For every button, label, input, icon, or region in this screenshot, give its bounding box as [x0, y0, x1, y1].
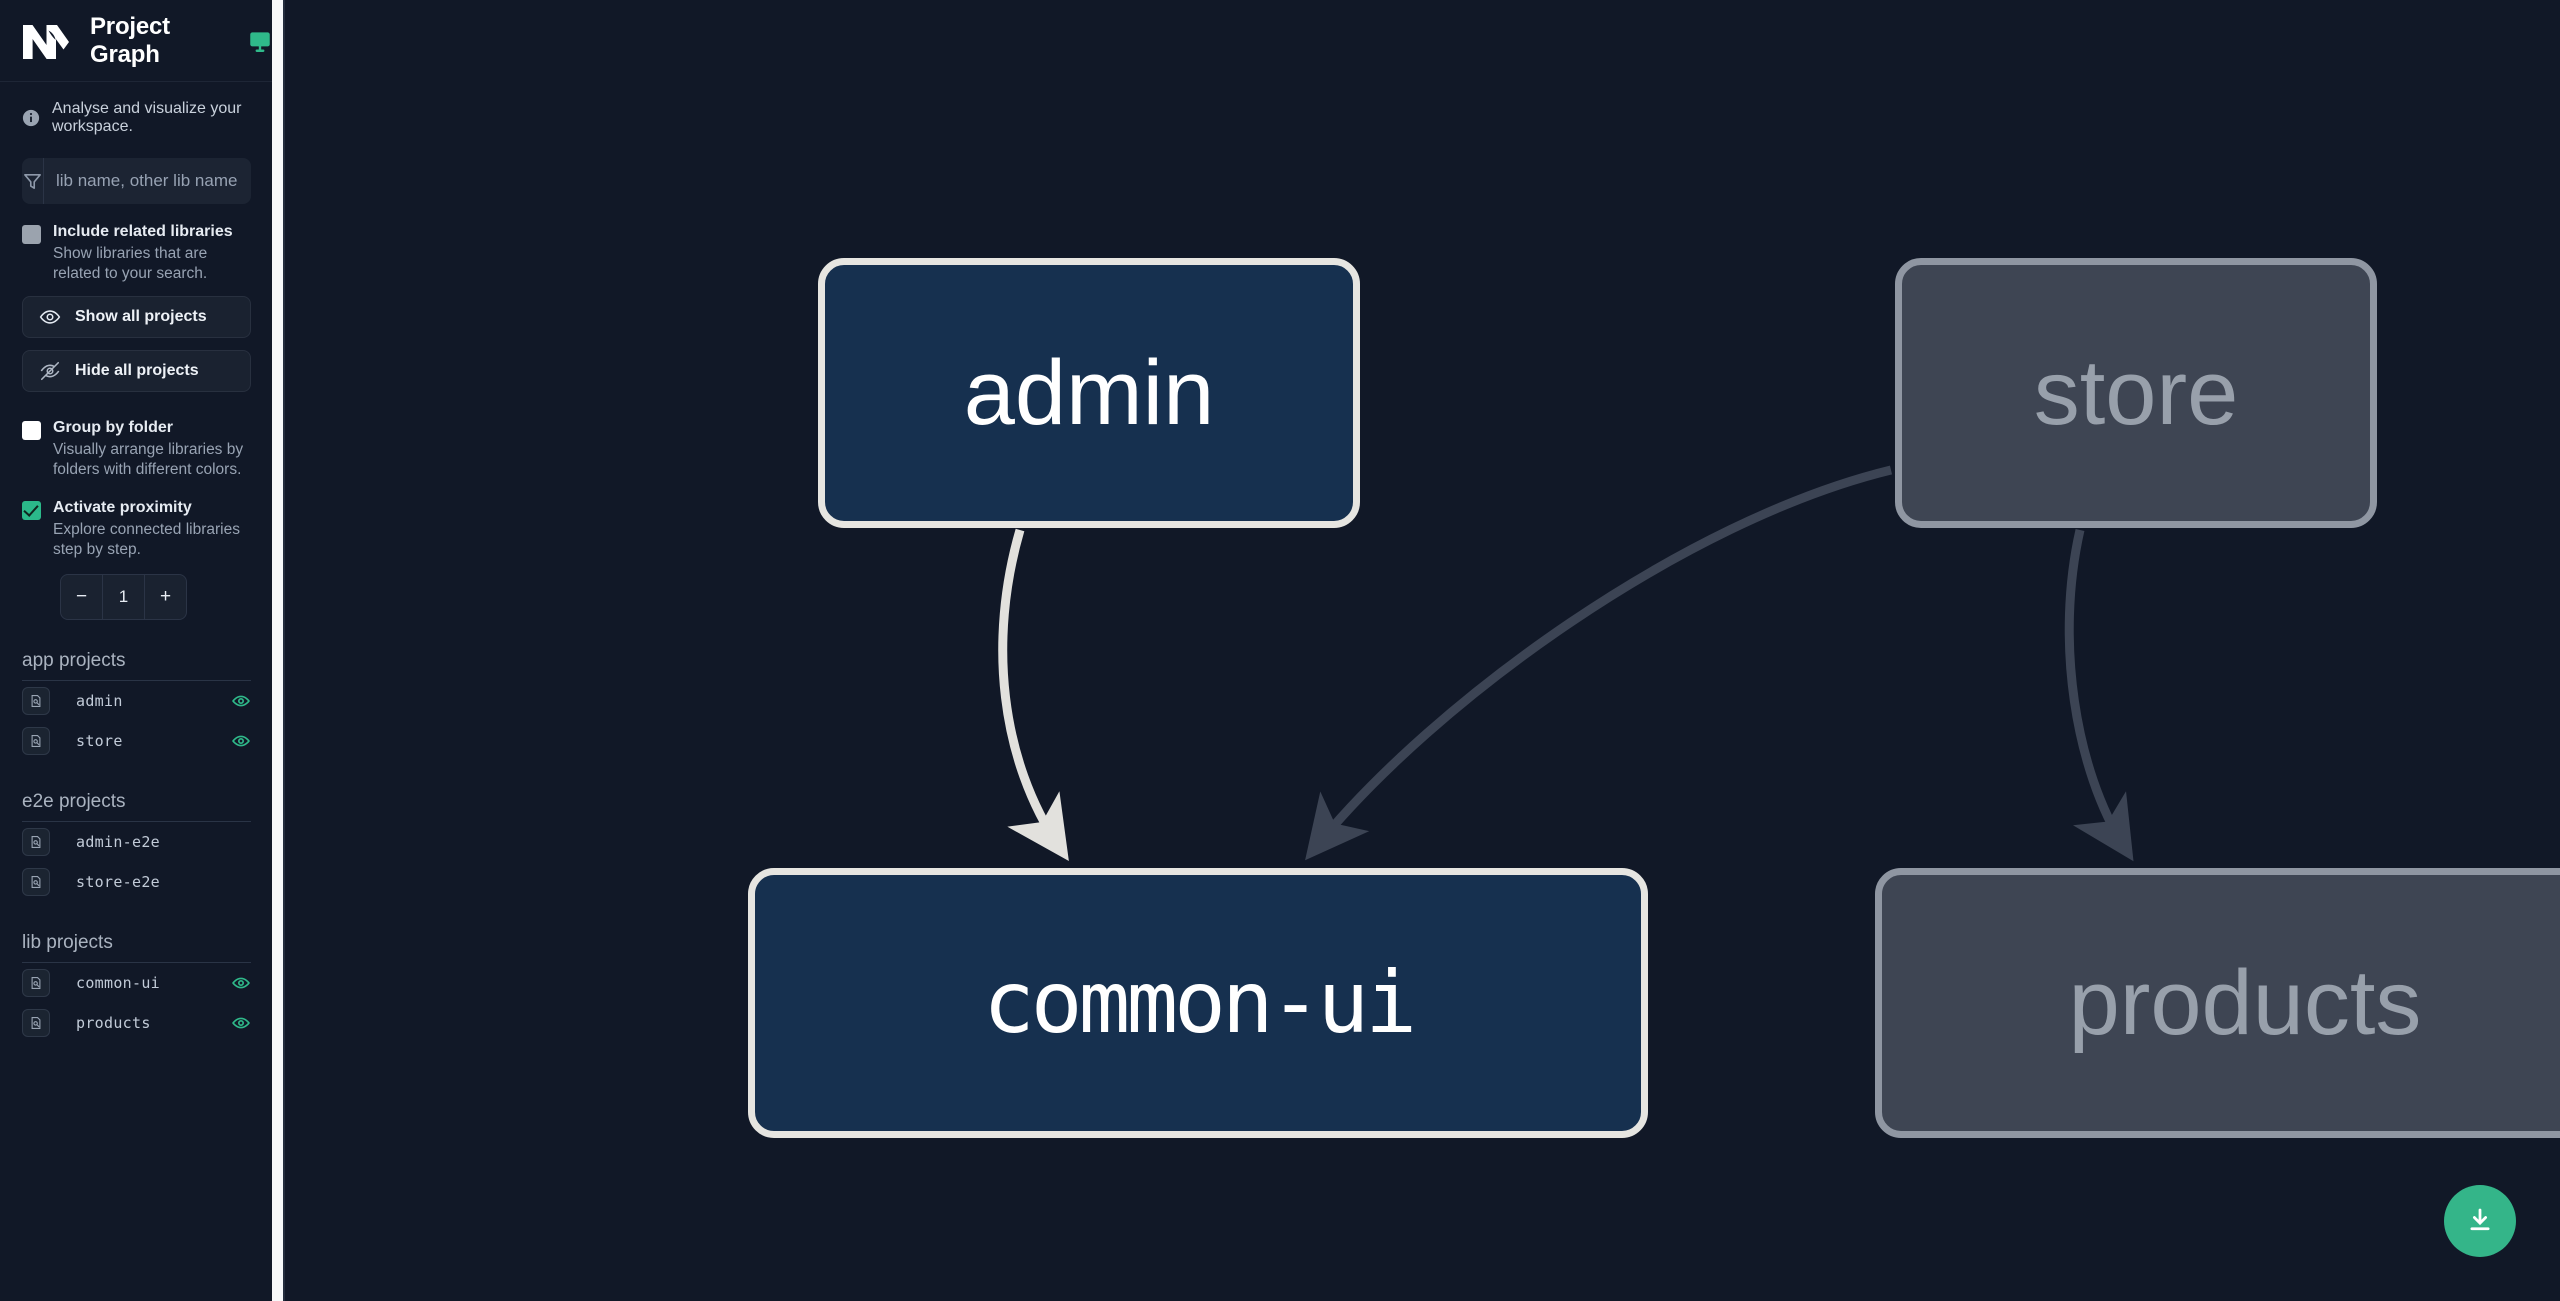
eye-icon[interactable]	[231, 691, 251, 711]
edge-store-to-common-ui	[1305, 465, 1893, 861]
project-icon	[22, 969, 50, 997]
download-graph-button[interactable]	[2444, 1185, 2516, 1257]
graph-node-products[interactable]: products	[1875, 868, 2560, 1138]
hide-all-projects-label: Hide all projects	[75, 362, 199, 379]
project-row-products[interactable]: products	[22, 1003, 251, 1043]
project-icon	[22, 868, 50, 896]
graph-node-label: products	[2068, 952, 2422, 1054]
project-name: admin-e2e	[76, 833, 160, 851]
project-icon	[22, 1009, 50, 1037]
project-row-common-ui[interactable]: common-ui	[22, 963, 251, 1003]
activate-proximity-label: Activate proximity	[53, 499, 192, 516]
eye-off-icon	[39, 360, 61, 382]
graph-node-admin[interactable]: admin	[818, 258, 1360, 528]
group-by-folder-checkbox[interactable]	[22, 421, 41, 440]
show-all-projects-label: Show all projects	[75, 308, 207, 325]
tagline: Analyse and visualize your workspace.	[0, 82, 273, 150]
project-row-admin[interactable]: admin	[22, 681, 251, 721]
project-group-app: app projects admin	[22, 650, 251, 761]
activate-proximity-checkbox[interactable]	[22, 501, 41, 520]
eye-icon[interactable]	[231, 1013, 251, 1033]
group-by-folder-description: Visually arrange libraries by folders wi…	[53, 441, 244, 478]
graph-edges	[998, 465, 2134, 862]
project-name: store-e2e	[76, 873, 160, 891]
project-icon	[22, 727, 50, 755]
sidebar-scrollbar[interactable]	[272, 0, 283, 1301]
include-related-label: Include related libraries	[53, 223, 233, 240]
project-icon	[22, 828, 50, 856]
project-group-e2e: e2e projects admin-e2e	[22, 791, 251, 902]
page-title: Project Graph	[90, 12, 170, 68]
download-icon	[2465, 1205, 2495, 1238]
graph-node-label: common-ui	[983, 953, 1417, 1053]
activate-proximity-description: Explore connected libraries step by step…	[53, 521, 240, 558]
show-all-projects-button[interactable]: Show all projects	[22, 296, 251, 338]
proximity-decrement-button[interactable]: −	[75, 586, 88, 607]
graph-node-label: store	[2033, 342, 2239, 444]
project-row-store[interactable]: store	[22, 721, 251, 761]
search-input[interactable]	[44, 158, 251, 204]
group-by-folder-label: Group by folder	[53, 419, 173, 436]
tagline-text: Analyse and visualize your workspace.	[52, 100, 242, 135]
option-group-by-folder[interactable]: Group by folder Visually arrange librari…	[0, 392, 273, 480]
divider	[22, 962, 251, 963]
filter-funnel-icon	[22, 158, 44, 204]
graph-node-common-ui[interactable]: common-ui	[748, 868, 1648, 1138]
sidebar-header: Project Graph	[0, 0, 273, 82]
divider	[22, 680, 251, 681]
graph-canvas[interactable]: admin store common-ui products	[285, 0, 2560, 1301]
info-icon	[22, 109, 40, 127]
include-related-description: Show libraries that are related to your …	[53, 245, 208, 282]
project-group-title: e2e projects	[22, 791, 126, 812]
monitor-icon[interactable]	[247, 28, 273, 54]
eye-icon[interactable]	[231, 973, 251, 993]
graph-node-store[interactable]: store	[1895, 258, 2377, 528]
edge-admin-to-common-ui	[998, 528, 1069, 862]
eye-icon	[39, 306, 61, 328]
hide-all-projects-button[interactable]: Hide all projects	[22, 350, 251, 392]
proximity-stepper[interactable]: − 1 +	[60, 574, 187, 620]
divider	[22, 821, 251, 822]
proximity-increment-button[interactable]: +	[159, 586, 172, 607]
include-related-checkbox[interactable]	[22, 225, 41, 244]
option-activate-proximity[interactable]: Activate proximity Explore connected lib…	[0, 480, 273, 560]
project-row-store-e2e[interactable]: store-e2e	[22, 862, 251, 902]
project-icon	[22, 687, 50, 715]
sidebar: Project Graph Analyse and visual	[0, 0, 285, 1301]
project-name: store	[76, 732, 123, 750]
project-group-title: app projects	[22, 650, 126, 671]
search-bar[interactable]	[22, 158, 251, 204]
proximity-value: 1	[102, 575, 145, 619]
nx-logo-icon	[20, 19, 72, 63]
project-name: admin	[76, 692, 123, 710]
project-group-title: lib projects	[22, 932, 113, 953]
project-row-admin-e2e[interactable]: admin-e2e	[22, 822, 251, 862]
eye-icon[interactable]	[231, 731, 251, 751]
option-include-related[interactable]: Include related libraries Show libraries…	[0, 204, 273, 284]
project-group-lib: lib projects common-ui	[22, 932, 251, 1043]
edge-store-to-products	[2064, 529, 2134, 862]
project-name: common-ui	[76, 974, 160, 992]
project-name: products	[76, 1014, 151, 1032]
graph-node-label: admin	[963, 342, 1215, 444]
